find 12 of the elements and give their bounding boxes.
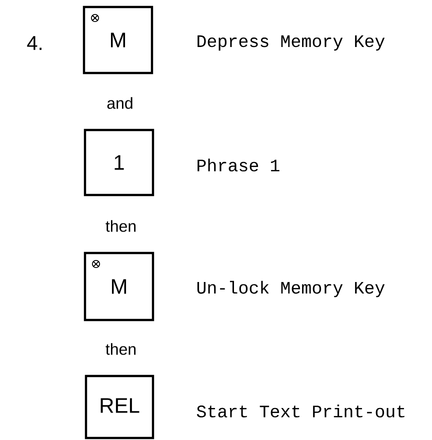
key-description: Phrase 1	[198, 158, 280, 172]
connecting-word: and	[107, 97, 132, 109]
connecting-word: then	[106, 343, 136, 355]
key-description: Un-lock Memory Key	[197, 280, 385, 298]
connecting-word: then	[106, 220, 136, 232]
key-box: 1	[84, 128, 154, 196]
key-description: Depress Memory Key	[198, 35, 385, 51]
key-description: Start Text Print-out	[196, 404, 404, 418]
step-number: 4.	[27, 36, 42, 50]
key-box: M	[84, 252, 154, 322]
key-box: M	[82, 6, 154, 74]
key-box: REL	[84, 374, 154, 440]
